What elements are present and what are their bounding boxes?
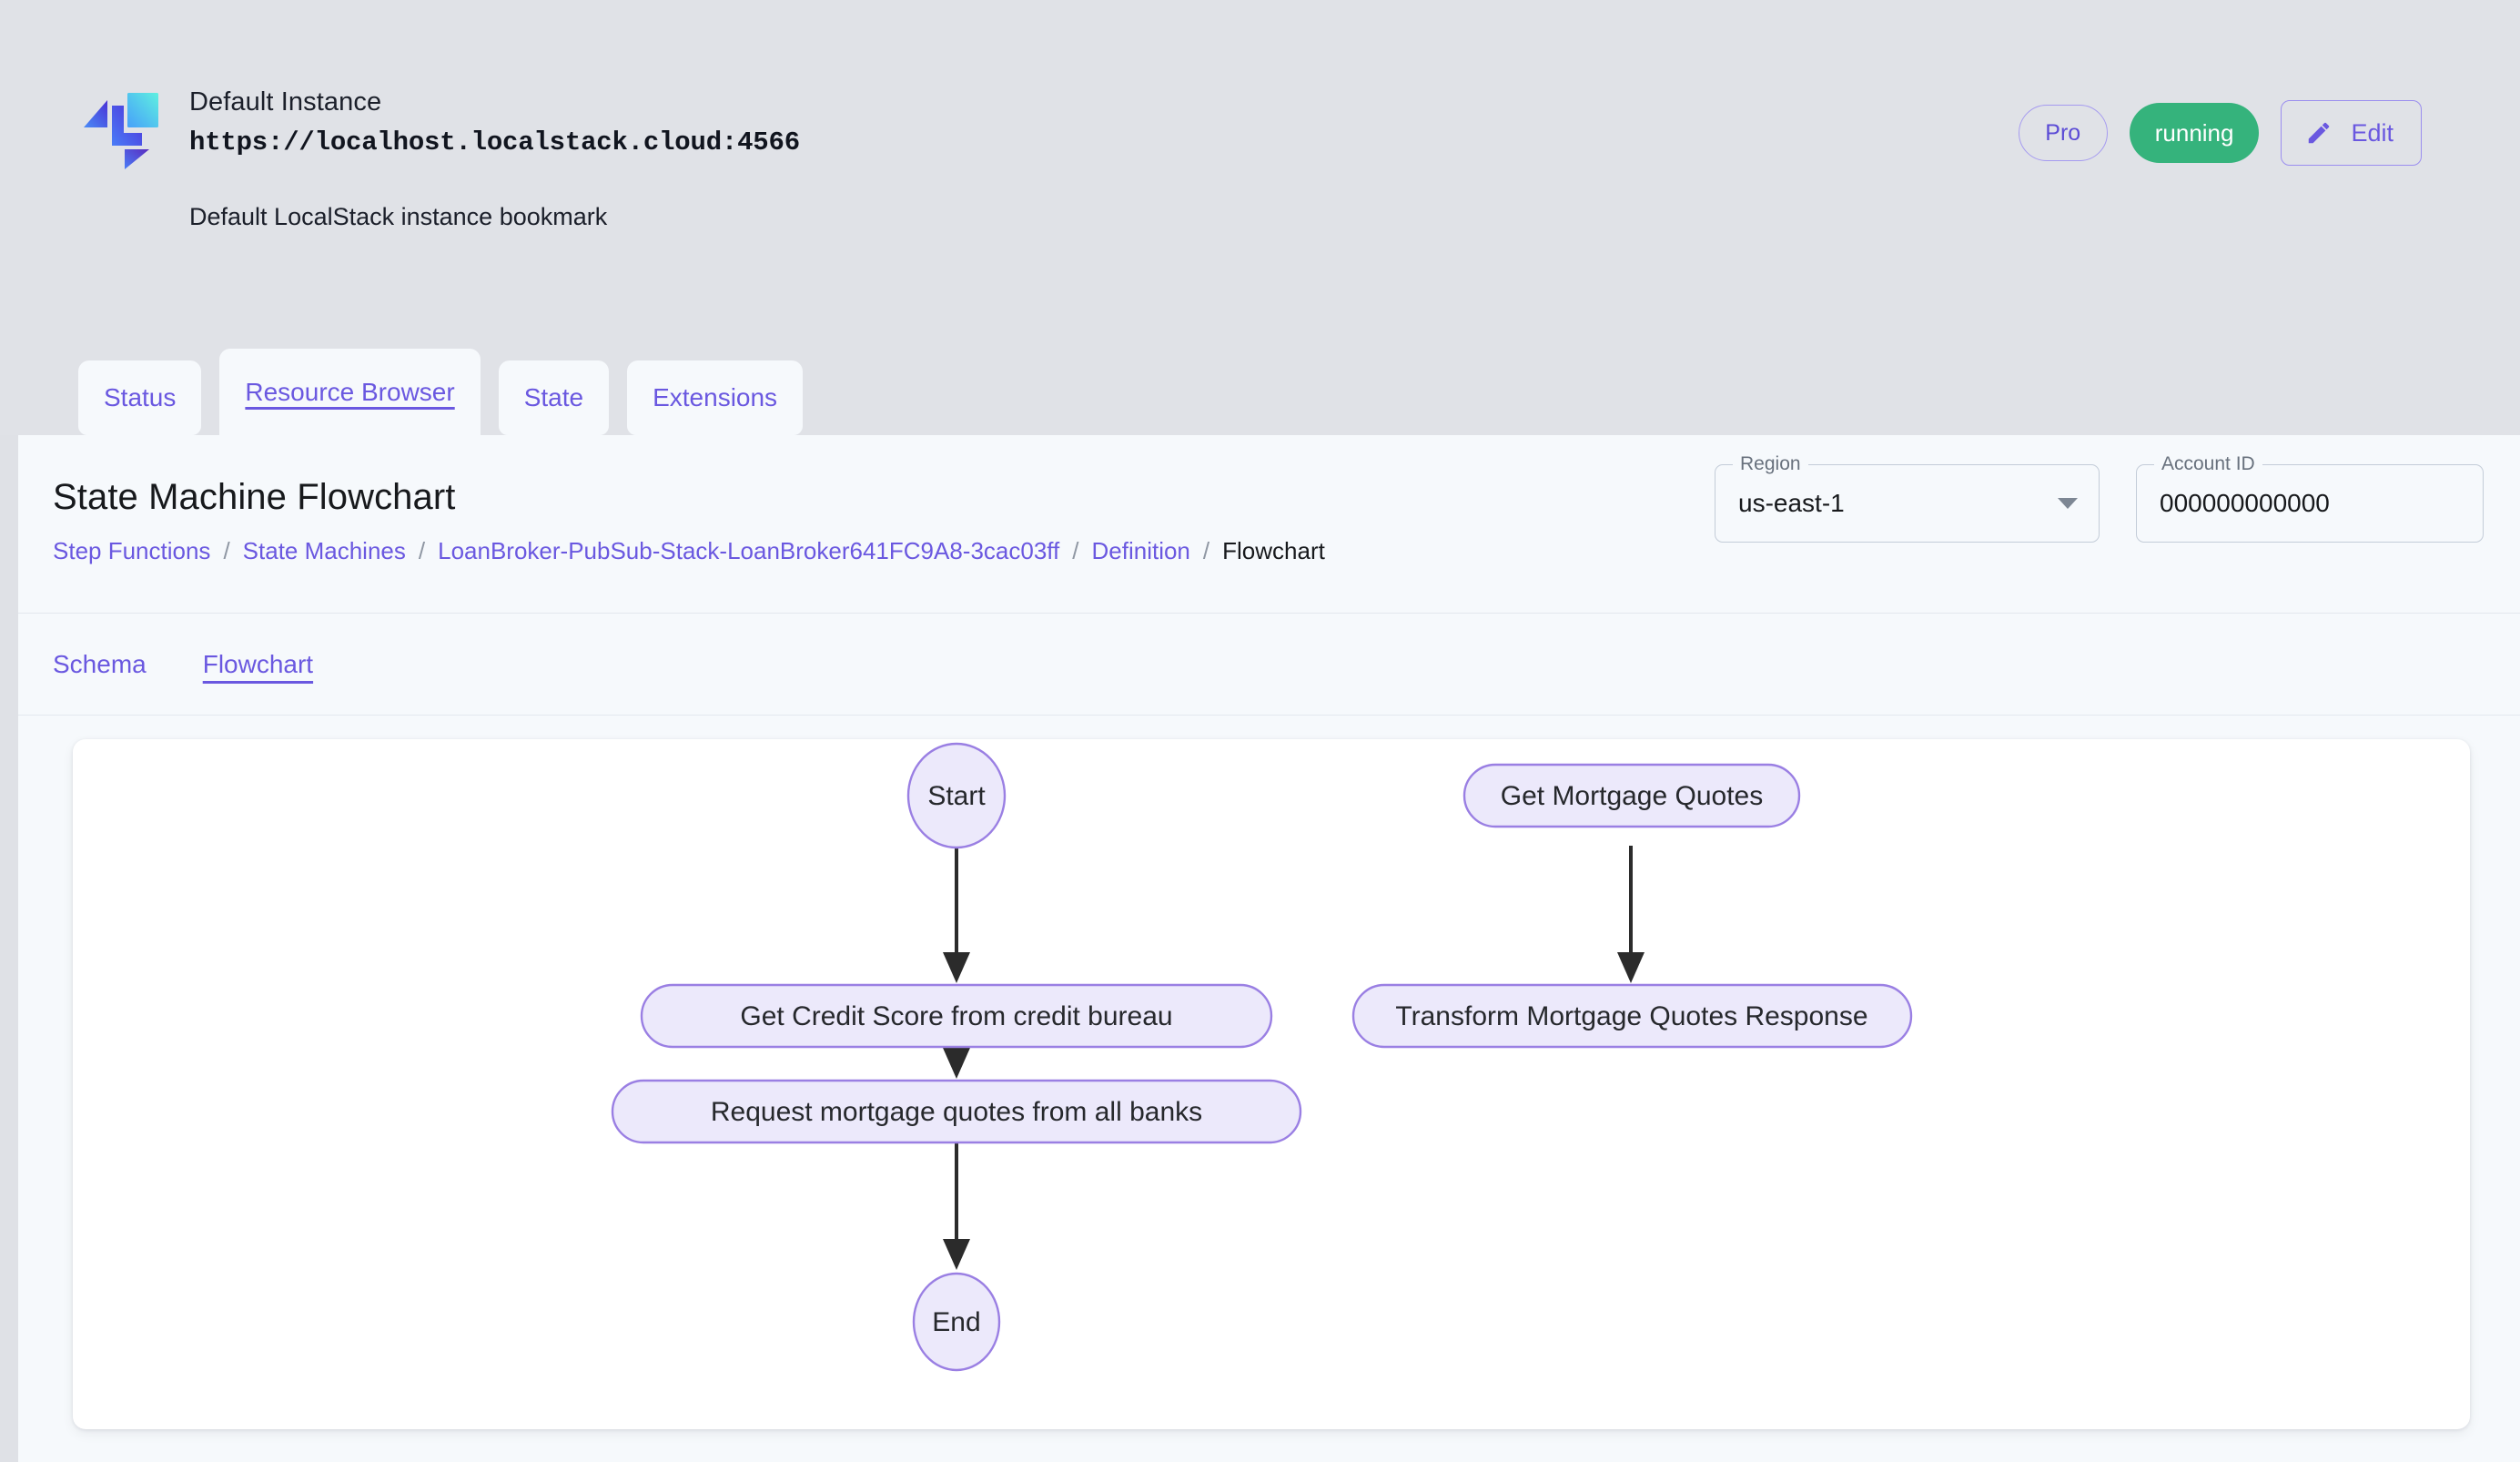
tab-state[interactable]: State: [498, 360, 610, 435]
instance-endpoint-url: https://localhost.localstack.cloud:4566: [189, 127, 800, 158]
arrowhead-icon: [943, 952, 970, 983]
flowchart-edge-getquotes-to-transform: [1617, 846, 1645, 983]
page-title: State Machine Flowchart: [53, 477, 456, 517]
page-header: State Machine Flowchart Step Functions /…: [18, 435, 2520, 614]
tab-extensions[interactable]: Extensions: [627, 360, 804, 435]
tab-resource-browser-label: Resource Browser: [245, 377, 455, 406]
instance-header: Default Instance https://localhost.local…: [0, 0, 2520, 435]
region-select[interactable]: Region us-east-1: [1715, 452, 2100, 543]
region-select-value[interactable]: us-east-1: [1738, 489, 1845, 517]
header-actions: Pro running Edit: [2018, 100, 2422, 166]
subtab-schema[interactable]: Schema: [53, 649, 147, 678]
breadcrumb-item-state-machine-name[interactable]: LoanBroker-PubSub-Stack-LoanBroker641FC9…: [438, 537, 1060, 564]
flowchart-node-end-label: End: [932, 1307, 980, 1337]
instance-description: Default LocalStack instance bookmark: [189, 203, 608, 231]
breadcrumb-item-definition[interactable]: Definition: [1091, 537, 1190, 564]
status-badge[interactable]: running: [2129, 103, 2260, 163]
flowchart-canvas[interactable]: Start Get Credit Score from credit burea…: [73, 739, 2470, 1429]
content-panel: State Machine Flowchart Step Functions /…: [18, 435, 2520, 1462]
view-subtabs: Schema Flowchart: [18, 614, 2520, 716]
region-select-label: Region: [1733, 452, 1808, 477]
edit-button[interactable]: Edit: [2281, 100, 2422, 166]
instance-title: Default Instance: [189, 87, 382, 117]
flowchart-node-start-label: Start: [927, 781, 986, 811]
tab-extensions-label: Extensions: [653, 383, 778, 411]
flowchart-edge-request-to-end: [943, 1126, 970, 1270]
chevron-down-icon[interactable]: [2058, 498, 2078, 509]
breadcrumb-separator: /: [223, 537, 230, 564]
instance-text-block: Default Instance https://localhost.local…: [189, 80, 800, 231]
tab-status-label: Status: [104, 383, 177, 411]
tab-status[interactable]: Status: [78, 360, 202, 435]
pro-badge[interactable]: Pro: [2018, 105, 2108, 161]
account-id-outline: [2136, 464, 2484, 543]
flowchart-node-transform-mortgage-quotes-response-label: Transform Mortgage Quotes Response: [1395, 1001, 1867, 1031]
breadcrumb-separator: /: [1202, 537, 1210, 564]
account-id-input[interactable]: Account ID 000000000000: [2136, 452, 2484, 543]
flowchart-node-request-mortgage-quotes[interactable]: Request mortgage quotes from all banks: [611, 1079, 1302, 1144]
flowchart-svg: Start Get Credit Score from credit burea…: [611, 742, 1913, 1372]
arrowhead-icon: [1617, 952, 1645, 983]
instance-tabbar: Status Resource Browser State Extensions: [0, 349, 804, 435]
tab-resource-browser[interactable]: Resource Browser: [219, 349, 481, 435]
flowchart-node-get-credit-score[interactable]: Get Credit Score from credit bureau: [640, 983, 1273, 1049]
breadcrumb-item-step-functions[interactable]: Step Functions: [53, 537, 211, 564]
scope-selectors: Region us-east-1 Account ID 000000000000: [1715, 452, 2484, 543]
flowchart-node-transform-mortgage-quotes-response[interactable]: Transform Mortgage Quotes Response: [1351, 983, 1913, 1049]
pencil-icon: [2309, 122, 2330, 144]
flowchart-node-end[interactable]: End: [912, 1272, 1001, 1372]
flowchart-edge-start-to-credit: [943, 846, 970, 983]
breadcrumb-item-flowchart: Flowchart: [1222, 537, 1325, 564]
arrowhead-icon: [943, 1048, 970, 1079]
breadcrumb: Step Functions / State Machines / LoanBr…: [53, 537, 1325, 565]
tab-state-label: State: [523, 383, 584, 411]
account-id-label: Account ID: [2154, 452, 2262, 477]
instance-summary: Default Instance https://localhost.local…: [82, 80, 800, 231]
breadcrumb-separator: /: [1072, 537, 1079, 564]
localstack-logo: [84, 93, 158, 169]
subtab-flowchart[interactable]: Flowchart: [202, 649, 314, 678]
arrowhead-icon: [943, 1239, 970, 1270]
flowchart-node-start[interactable]: Start: [906, 742, 1007, 849]
flowchart-node-get-mortgage-quotes[interactable]: Get Mortgage Quotes: [1462, 763, 1801, 828]
region-select-outline: [1715, 464, 2100, 543]
account-id-value[interactable]: 000000000000: [2160, 489, 2330, 517]
flowchart-node-get-credit-score-label: Get Credit Score from credit bureau: [740, 1001, 1172, 1031]
flowchart-node-get-mortgage-quotes-label: Get Mortgage Quotes: [1501, 781, 1764, 811]
breadcrumb-separator: /: [418, 537, 426, 564]
flowchart-node-request-mortgage-quotes-label: Request mortgage quotes from all banks: [711, 1097, 1202, 1127]
edit-button-label: Edit: [2351, 118, 2393, 147]
breadcrumb-item-state-machines[interactable]: State Machines: [242, 537, 406, 564]
